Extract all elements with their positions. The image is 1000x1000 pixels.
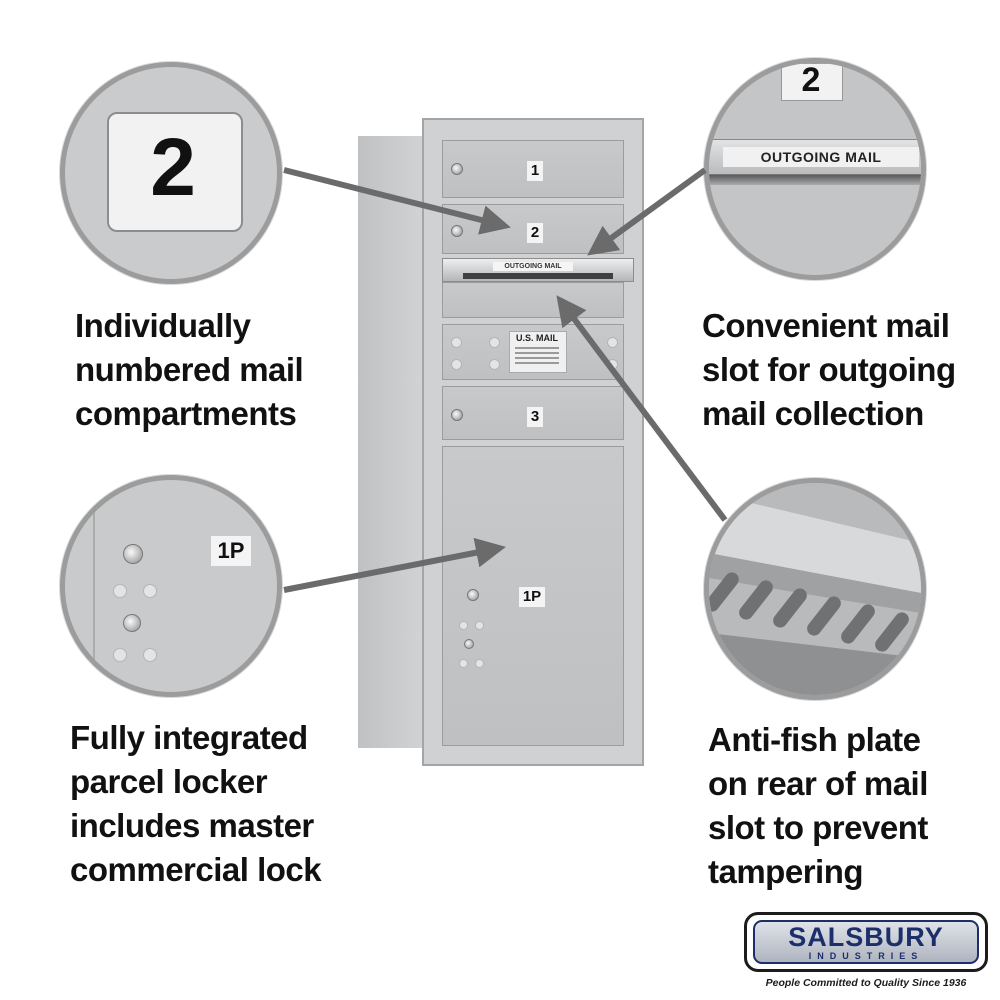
caption-line: numbered mail [75,351,304,388]
logo-sub: INDUSTRIES [808,951,924,961]
rivet [451,359,462,370]
rivet [489,359,500,370]
lock-icon [451,163,463,175]
salsbury-logo: SALSBURY INDUSTRIES [744,912,988,972]
rivet [451,337,462,348]
zoom-parcel-door-edge [93,480,95,692]
mail-compartment-3[interactable]: 3 [442,386,624,440]
usps-access-panel: U.S. MAIL [442,324,624,380]
caption-line: parcel locker [70,763,268,800]
caption-line: tampering [708,853,864,890]
master-lock-icon [464,639,474,649]
caption-line: Individually [75,307,251,344]
caption-parcel-locker: Fully integrated parcel locker includes … [70,716,322,892]
caption-numbered-compartments: Individually numbered mail compartments [75,304,304,436]
rivet [475,659,484,668]
rivet [607,337,618,348]
rivet [459,621,468,630]
zoom-circle-anti-fish-plate [704,478,926,700]
compartment-number: 1 [527,161,543,181]
zoom-circle-number-label: 2 [60,62,282,284]
usps-fine-print [515,347,559,349]
caption-line: slot for outgoing [702,351,956,388]
zoom-lock-icon [123,544,143,564]
parcel-lock-icon [467,589,479,601]
zoom-circle-parcel-lock: 1P [60,475,282,697]
zoom-rivet [143,648,157,662]
zoom-slot-number-plate [781,63,843,101]
slot-opening [463,273,613,279]
brand-tagline: People Committed to Quality Since 1936 [765,977,967,989]
mailbox-unit: 1 2 OUTGOING MAIL U.S. MAIL 3 1P [358,118,648,770]
caption-line: Fully integrated [70,719,308,756]
compartment-number: 2 [527,223,543,243]
logo-name: SALSBURY [788,922,944,952]
caption-outgoing-slot: Convenient mail slot for outgoing mail c… [702,304,956,436]
usps-label: U.S. MAIL [516,333,558,343]
caption-line: Anti-fish plate [708,721,921,758]
zoom-number-label: 2 [150,122,196,213]
rivet [459,659,468,668]
usps-label-plate [509,331,567,373]
zoom-rivet [143,584,157,598]
zoom-parcel-label-bg [211,536,251,566]
rivet [607,359,618,370]
caption-line: slot to prevent [708,809,928,846]
zoom-slot-label: OUTGOING MAIL [723,147,919,167]
zoom-slot-number: 2 [801,61,821,99]
mail-compartment-2[interactable]: 2 [442,204,624,254]
caption-line: Convenient mail [702,307,950,344]
outgoing-mail-label: OUTGOING MAIL [493,262,573,271]
caption-line: compartments [75,395,297,432]
mail-compartment-1[interactable]: 1 [442,140,624,198]
outgoing-mail-panel [442,282,624,318]
number-plate [107,112,243,232]
compartment-number: 3 [527,407,543,427]
zoom-rivet [113,584,127,598]
zoom-rivet [113,648,127,662]
parcel-label: 1P [519,587,545,607]
caption-line: commercial lock [70,851,322,888]
logo-inner [753,920,979,964]
zoom-slot-opening [709,175,921,185]
caption-anti-fish: Anti-fish plate on rear of mail slot to … [708,718,928,894]
caption-line: on rear of mail [708,765,928,802]
zoom-circle-outgoing-slot: 2 OUTGOING MAIL [704,58,926,280]
outgoing-mail-slot[interactable]: OUTGOING MAIL [442,258,634,282]
caption-line: mail collection [702,395,924,432]
lock-icon [451,225,463,237]
zoom-master-lock-icon [123,614,141,632]
rivet [475,621,484,630]
parcel-locker[interactable]: 1P [442,446,624,746]
zoom-parcel-label: 1P [217,538,245,563]
anti-fish-plate-graphic [709,483,921,695]
caption-line: includes master [70,807,314,844]
lock-icon [451,409,463,421]
rivet [489,337,500,348]
mailbox-rear-housing [358,136,428,748]
